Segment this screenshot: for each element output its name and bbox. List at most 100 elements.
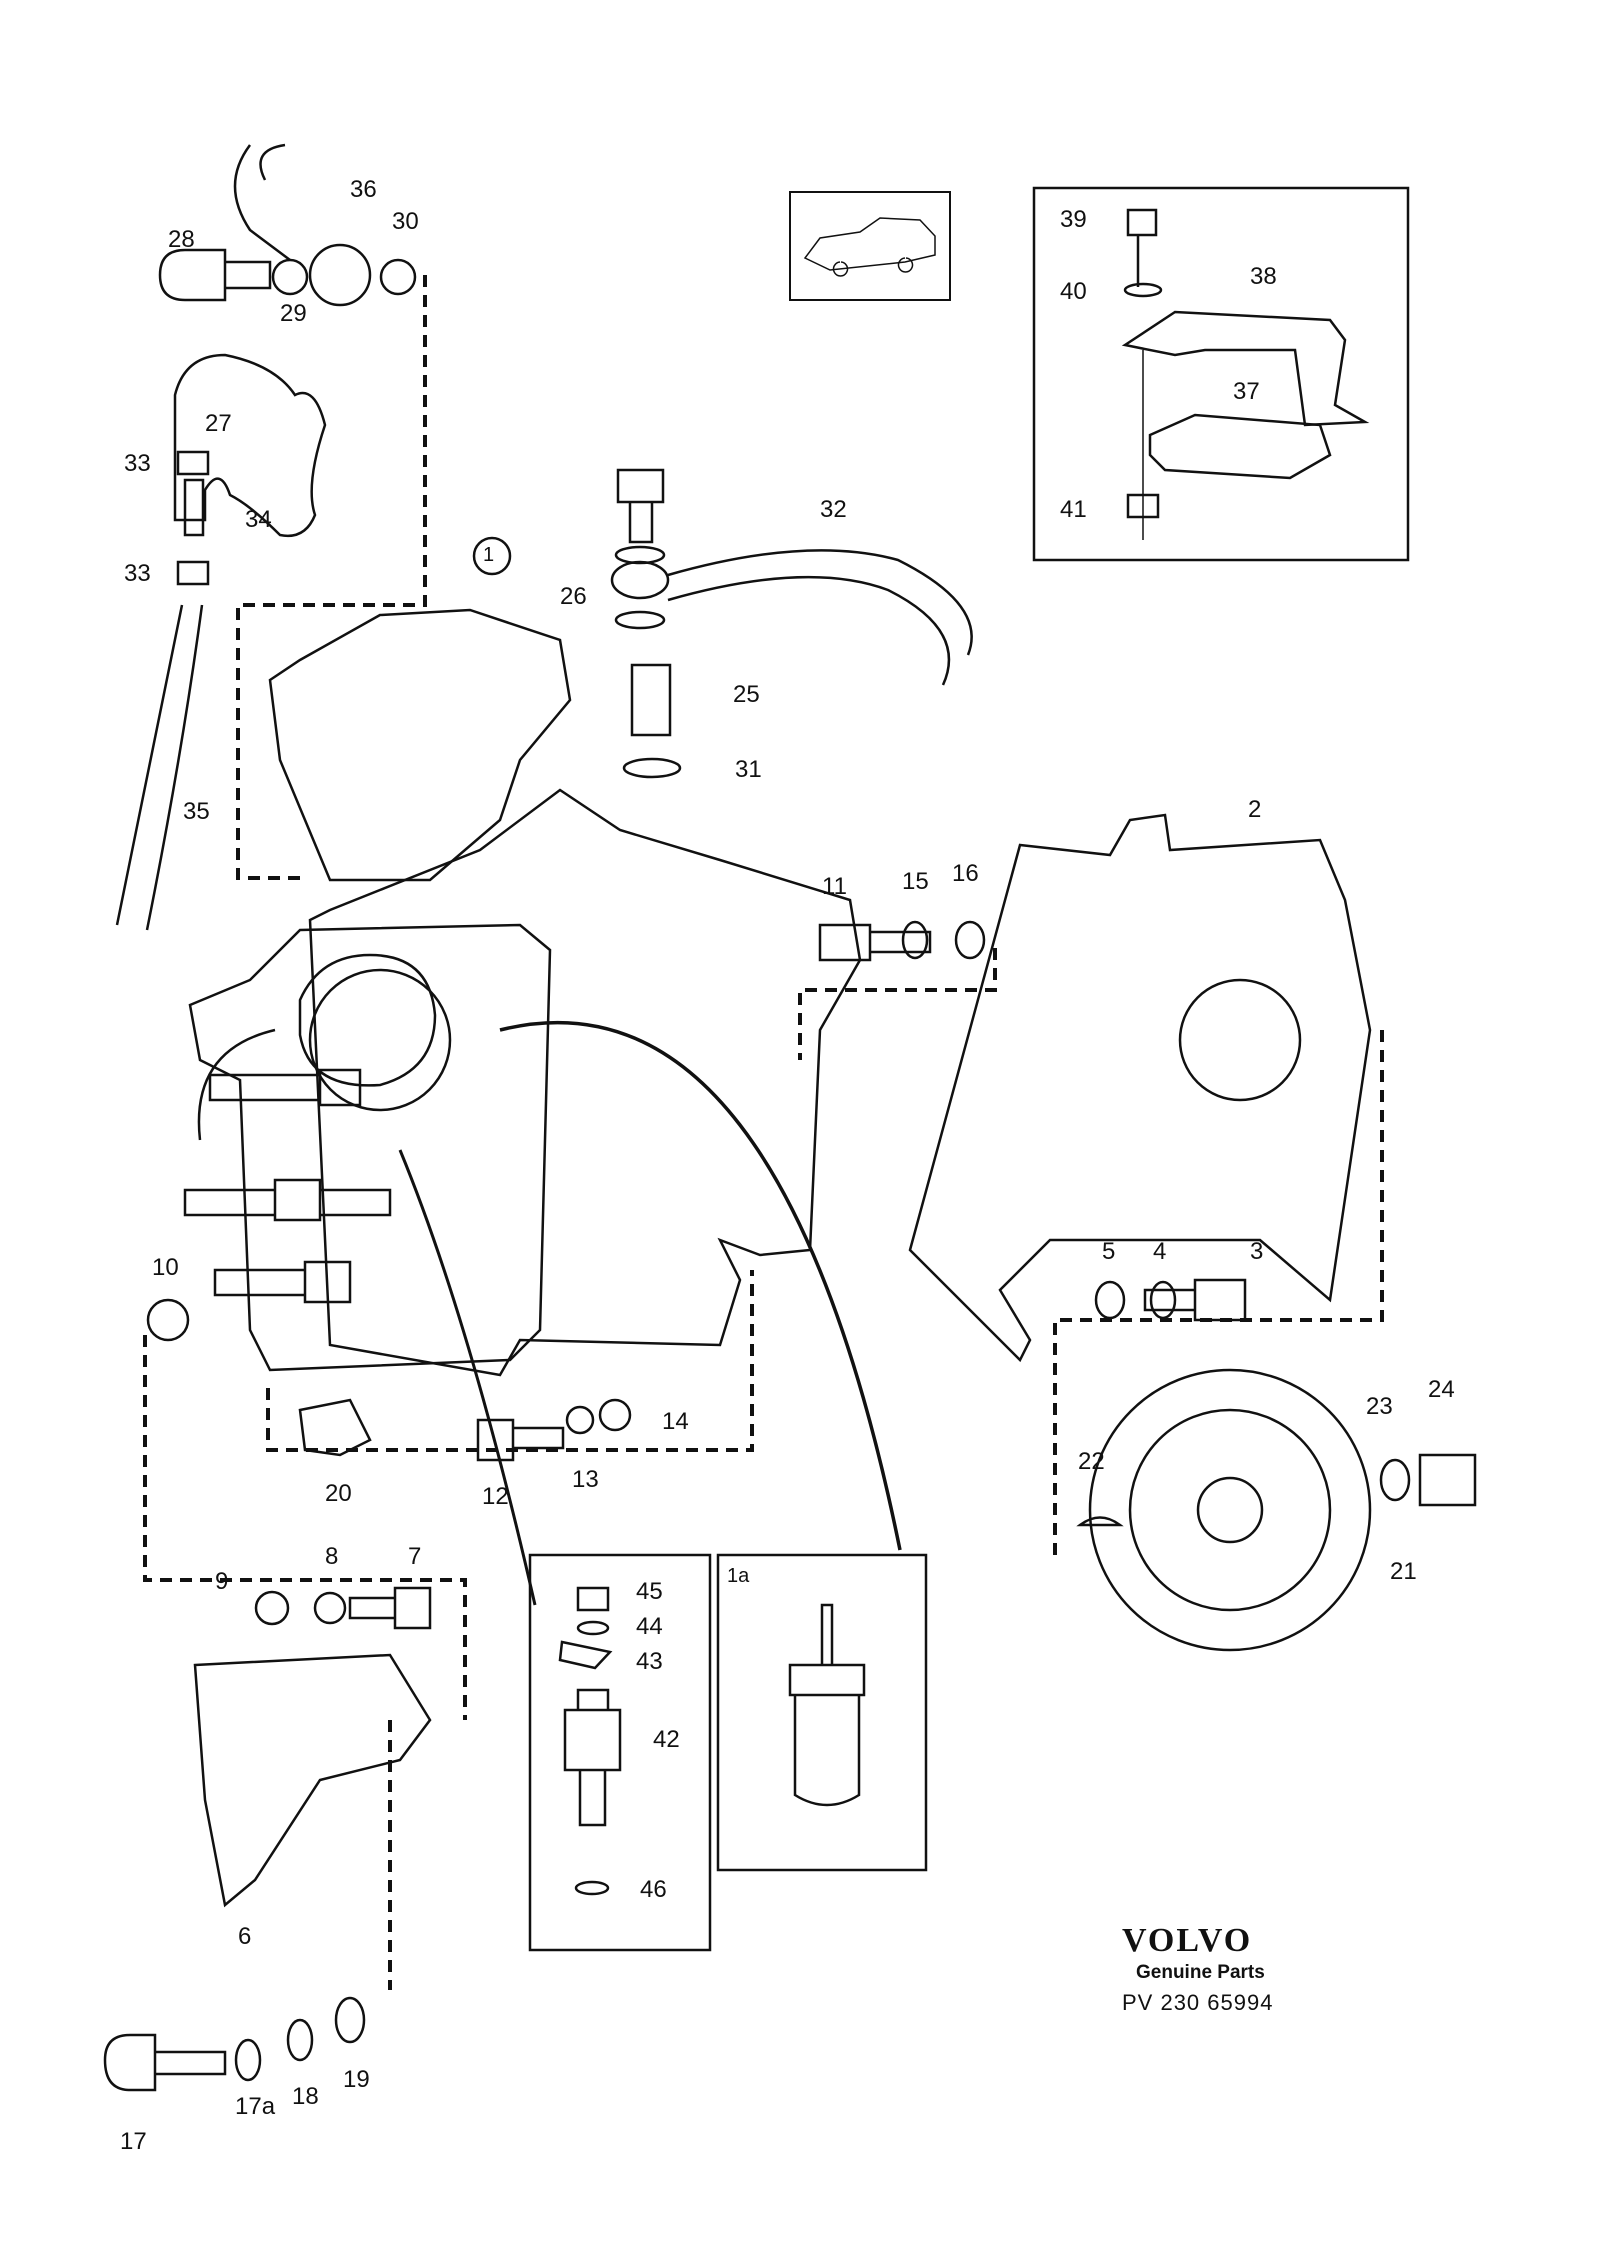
callout-45: 45: [636, 1578, 663, 1605]
callout-23: 23: [1366, 1393, 1393, 1420]
washer-18: [286, 2018, 314, 2062]
dash-lower-left: [143, 1335, 467, 1720]
callout-10: 10: [152, 1254, 179, 1281]
valve-inset-frame: [716, 1553, 928, 1872]
washer-26-top: [614, 545, 666, 565]
callout-20: 20: [325, 1480, 352, 1507]
banjo-26: [610, 560, 670, 600]
bracket-6: [193, 1653, 432, 1908]
clamp-33-top: [176, 450, 210, 476]
fitting-row-2: [183, 1178, 392, 1222]
callout-38: 38: [1250, 263, 1277, 290]
pump-hub: [308, 968, 452, 1112]
gear-21-inner: [1128, 1408, 1332, 1612]
vacuum-unit: [268, 608, 572, 882]
part-number: PV 230 65994: [1122, 1990, 1274, 2015]
callout-13: 13: [572, 1466, 599, 1493]
leader-sensor: [398, 1149, 537, 1606]
nut-24: [1418, 1453, 1477, 1507]
gear-21-hub: [1196, 1476, 1264, 1544]
washer-31: [622, 757, 682, 779]
clamp-33-bottom: [176, 560, 210, 586]
callout-16: 16: [952, 860, 979, 887]
banjo-union: [308, 243, 372, 307]
callout-32: 32: [820, 496, 847, 523]
banjo-bolt-26: [616, 468, 665, 544]
bracket-38: [1121, 310, 1370, 427]
car-thumbnail: [803, 217, 936, 277]
callout-2: 2: [1248, 796, 1262, 823]
nut-41: [1126, 493, 1160, 519]
washer-23: [1379, 1458, 1411, 1502]
callout-34: 34: [245, 506, 272, 533]
key-22: [1076, 1516, 1124, 1527]
callout-42: 42: [653, 1726, 680, 1753]
callout-41: 41: [1060, 496, 1087, 523]
solenoid: [298, 953, 437, 1087]
bolt-17: [103, 2033, 227, 2092]
washer-46: [574, 1880, 610, 1896]
bolt-3: [1143, 1278, 1247, 1322]
callout-7: 7: [408, 1543, 422, 1570]
callout-22: 22: [1078, 1448, 1105, 1475]
washer-17a: [234, 2038, 262, 2082]
callout-40: 40: [1060, 278, 1087, 305]
leader-valve: [499, 1020, 902, 1551]
callout-9: 9: [215, 1568, 229, 1595]
dash-nut-assembly: [266, 1270, 754, 1452]
pump-cover: [188, 923, 552, 1372]
callout-1: 1: [483, 544, 495, 566]
washer-16: [954, 920, 986, 960]
washer-8: [313, 1591, 347, 1625]
valve-1a: [788, 1603, 866, 1807]
nut-45: [576, 1586, 610, 1612]
washer-19: [334, 1996, 366, 2044]
washer-4: [1149, 1280, 1177, 1320]
callout-12: 12: [482, 1483, 509, 1510]
bolt-7: [348, 1586, 432, 1630]
callout-24: 24: [1428, 1376, 1455, 1403]
bolt-39: [1126, 208, 1158, 287]
washer-14: [598, 1398, 632, 1432]
bracket-2: [908, 813, 1372, 1363]
washer-10: [146, 1298, 190, 1342]
callout-17a: 17a: [235, 2093, 276, 2120]
dash-hose-assembly: [236, 275, 427, 880]
callout-31: 31: [735, 756, 762, 783]
callout-33-top: 33: [124, 450, 151, 477]
hose-35: [115, 604, 204, 931]
callout-3: 3: [1250, 1238, 1264, 1265]
callout-19: 19: [343, 2066, 370, 2093]
callout-33-bottom: 33: [124, 560, 151, 587]
callout-39: 39: [1060, 206, 1087, 233]
pipe-32: [667, 549, 973, 686]
callout-17: 17: [120, 2128, 147, 2155]
tab-washer-43: [558, 1640, 613, 1670]
callout-14: 14: [662, 1408, 689, 1435]
callout-21: 21: [1390, 1558, 1417, 1585]
callout-35: 35: [183, 798, 210, 825]
washer-30: [379, 258, 417, 296]
callout-6: 6: [238, 1923, 252, 1950]
car-thumbnail-frame: [789, 191, 951, 301]
washer-26-bottom: [614, 610, 666, 630]
callout-1a: 1a: [727, 1565, 750, 1587]
leader-arrow: [197, 1028, 276, 1141]
sensor-inset-frame: [528, 1553, 712, 1952]
callout-25: 25: [733, 681, 760, 708]
screw-11: [818, 923, 932, 962]
callout-4: 4: [1153, 1238, 1167, 1265]
washer-5: [1094, 1280, 1126, 1320]
washer-44: [576, 1620, 610, 1636]
dash-bracket2-assembly: [798, 948, 997, 1060]
connector-34: [183, 478, 205, 537]
callout-circle-1: [472, 536, 512, 576]
washer-15: [901, 920, 929, 960]
callout-26: 26: [560, 583, 587, 610]
union-25: [630, 663, 672, 737]
brand-subtitle: Genuine Parts: [1136, 1962, 1265, 1983]
module-37: [1148, 413, 1332, 480]
washer-29: [271, 258, 309, 296]
callout-46: 46: [640, 1876, 667, 1903]
fitting-row-1: [208, 1068, 362, 1107]
